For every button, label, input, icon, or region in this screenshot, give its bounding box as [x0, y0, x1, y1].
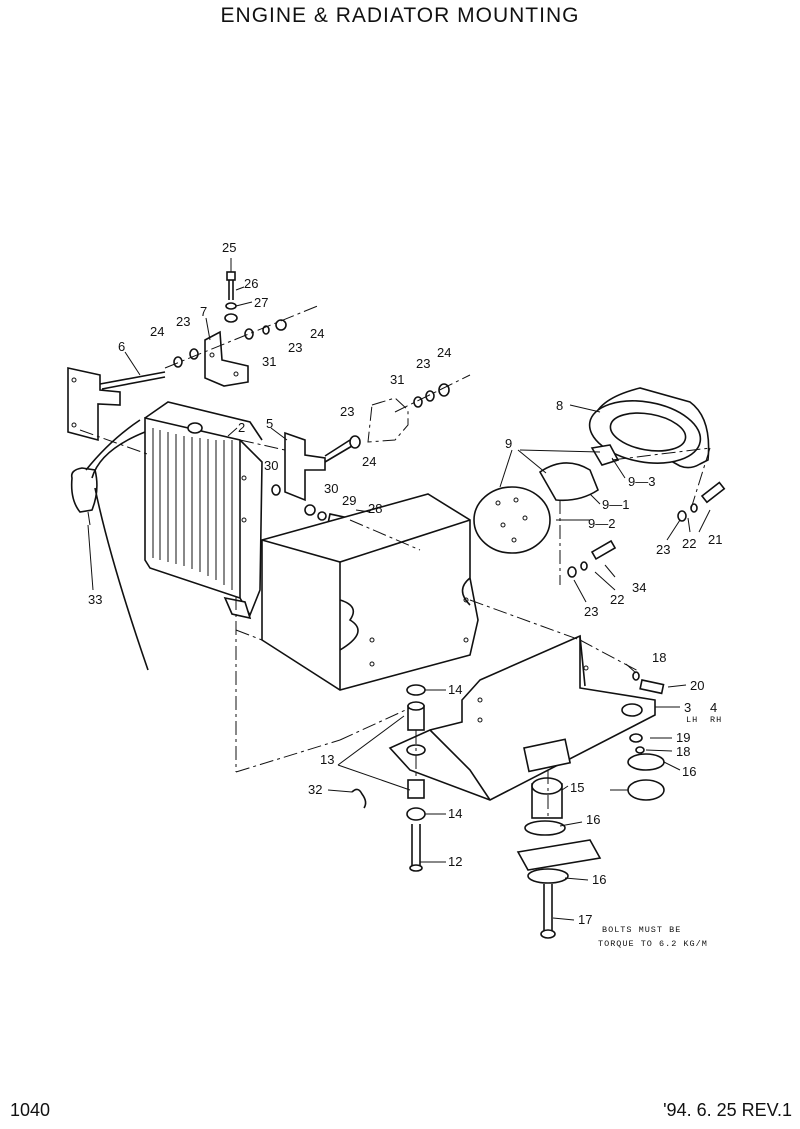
callout-24-d: 24 [437, 345, 451, 360]
callout-31-b: 31 [390, 372, 404, 387]
callout-4-lh: LH [686, 715, 698, 725]
callout-22-b: 22 [610, 592, 624, 607]
callout-24-a: 24 [150, 324, 164, 339]
callout-21: 21 [708, 532, 722, 547]
callout-15: 15 [570, 780, 584, 795]
callout-16-c: 16 [592, 872, 606, 887]
callout-23-d: 23 [416, 356, 430, 371]
fasteners-top [164, 304, 321, 369]
bolt-20 [632, 671, 665, 695]
callout-14-a: 14 [448, 682, 462, 697]
callout-32: 32 [308, 782, 322, 797]
torque-note: BOLTS MUST BE TORQUE TO 6.2 KG/M [598, 925, 708, 949]
bracket-5 [271, 431, 361, 528]
page-number: 1040 [10, 1100, 51, 1120]
callout-6: 6 [118, 339, 125, 354]
engine-block [261, 493, 479, 691]
callout-30-b: 30 [324, 481, 338, 496]
callout-16-a: 16 [682, 764, 696, 779]
bolt-25 [224, 271, 238, 323]
callout-18-b: 18 [676, 744, 690, 759]
callout-24-b: 24 [310, 326, 324, 341]
callout-8: 8 [556, 398, 563, 413]
bracket-7 [204, 330, 249, 387]
callout-31-a: 31 [262, 354, 276, 369]
callout-labels: 25 26 27 7 6 24 23 31 23 24 2 5 23 24 31… [88, 240, 722, 927]
callout-27: 27 [254, 295, 268, 310]
callout-23-c: 23 [340, 404, 354, 419]
callout-16-b: 16 [586, 812, 600, 827]
callout-5: 5 [266, 416, 273, 431]
page-title: ENGINE & RADIATOR MOUNTING [220, 4, 580, 27]
callout-14-b: 14 [448, 806, 462, 821]
bolts-right [559, 447, 726, 585]
radiator [144, 401, 263, 620]
bracket-6 [67, 367, 166, 442]
isolators-left [351, 684, 426, 872]
leader-lines [87, 258, 711, 921]
callout-26: 26 [244, 276, 258, 291]
callout-9-3: 9—3 [628, 474, 655, 489]
callout-20: 20 [690, 678, 704, 693]
callout-34: 34 [632, 580, 646, 595]
callout-7: 7 [200, 304, 207, 319]
callout-24-c: 24 [362, 454, 376, 469]
callout-23-b: 23 [288, 340, 302, 355]
flywheel-housing-8 [588, 387, 710, 469]
torque-note-line2: TORQUE TO 6.2 KG/M [598, 939, 708, 949]
callout-23-e: 23 [656, 542, 670, 557]
callout-9-1: 9—1 [602, 497, 629, 512]
bracket-31 [367, 374, 471, 443]
callout-18-a: 18 [652, 650, 666, 665]
callout-4: 4 [710, 700, 717, 715]
callout-29: 29 [342, 493, 356, 508]
callout-3: 3 [684, 700, 691, 715]
callout-23-a: 23 [176, 314, 190, 329]
isolators-right [516, 733, 665, 939]
engine-bracket-3 [388, 634, 656, 801]
callout-25: 25 [222, 240, 236, 255]
callout-9: 9 [505, 436, 512, 451]
callout-22-a: 22 [682, 536, 696, 551]
callout-9-2: 9—2 [588, 516, 615, 531]
callout-30-a: 30 [264, 458, 278, 473]
revision-date: '94. 6. 25 REV.1 [663, 1100, 792, 1120]
callout-23-f: 23 [584, 604, 598, 619]
callout-33: 33 [88, 592, 102, 607]
callout-2: 2 [238, 420, 245, 435]
callout-13: 13 [320, 752, 334, 767]
callout-17: 17 [578, 912, 592, 927]
mount-9 [473, 444, 620, 554]
assembly-lines [79, 429, 641, 820]
overflow-tank [70, 419, 149, 671]
callout-28: 28 [368, 501, 382, 516]
callout-19: 19 [676, 730, 690, 745]
callout-12: 12 [448, 854, 462, 869]
torque-note-line1: BOLTS MUST BE [602, 925, 681, 935]
callout-4-rh: RH [710, 715, 722, 725]
